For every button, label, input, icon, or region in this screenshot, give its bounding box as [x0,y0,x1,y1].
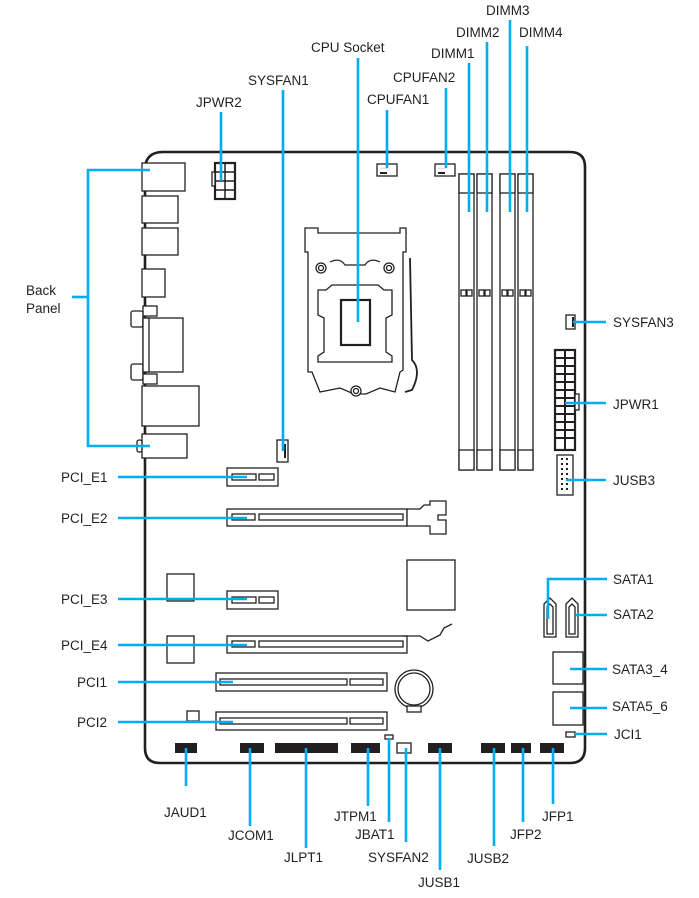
label-jaud1: JAUD1 [164,805,207,820]
bottom-headers [175,734,564,754]
label-back: Back [26,283,56,298]
label-sata1: SATA1 [613,572,654,587]
jtpm1-header [351,743,380,753]
dimm-slots [458,173,534,471]
label-sata3-4: SATA3_4 [612,662,668,677]
label-jusb2: JUSB2 [467,851,509,866]
cpu-socket [304,227,418,397]
chipset [406,559,456,611]
sysfan2-connector [396,742,412,754]
label-panel: Panel [26,301,61,316]
svg-text:····: ···· [438,166,446,172]
label-sysfan2: SYSFAN2 [368,850,429,865]
dimm4-slot [517,173,534,471]
cpufan2-connector: ···· [434,163,456,177]
jfp2-header [511,743,531,753]
label-jcom1: JCOM1 [228,828,274,843]
label-cpufan1: CPUFAN1 [367,92,429,107]
label-sysfan1: SYSFAN1 [248,73,309,88]
pci1-slot [215,672,388,692]
labels: DIMM3 DIMM2 DIMM4 CPU Socket DIMM1 SYSFA… [26,3,674,890]
label-pci-e1: PCI_E1 [61,470,108,485]
label-sata5-6: SATA5_6 [612,699,668,714]
label-jusb1: JUSB1 [418,875,460,890]
jpwr1-connector [553,348,580,452]
label-jfp2: JFP2 [510,827,542,842]
label-sysfan3: SYSFAN3 [613,315,674,330]
pci-e2-slot [226,500,447,535]
cpufan1-connector: ···· [376,163,398,177]
label-pci1: PCI1 [77,675,107,690]
sata1-port [543,597,557,638]
dimm1-slot [458,173,475,471]
label-dimm3: DIMM3 [486,3,530,18]
label-jpwr2: JPWR2 [196,95,242,110]
board-outline [143,150,587,765]
label-jci1: JCI1 [614,727,642,742]
small-component [186,710,200,722]
label-jtpm1: JTPM1 [334,809,377,824]
label-jfp1: JFP1 [542,809,574,824]
back-panel-io [130,162,200,459]
chip-2 [166,635,195,664]
label-dimm2: DIMM2 [456,25,500,40]
label-jpwr1: JPWR1 [613,397,659,412]
label-jbat1: JBAT1 [355,827,395,842]
jpwr2-connector [211,161,237,201]
label-pci-e3: PCI_E3 [61,592,108,607]
sata2-port [565,597,579,638]
leader-lines [72,20,607,870]
battery [394,669,434,713]
pci-e4-slot [226,623,453,654]
jusb3-connector [556,454,574,496]
label-sata2: SATA2 [613,607,654,622]
label-pci-e4: PCI_E4 [61,638,108,653]
label-pci-e2: PCI_E2 [61,511,108,526]
dimm2-slot [476,173,493,471]
label-cpu-socket: CPU Socket [311,40,385,55]
chip-1 [166,573,195,602]
label-dimm4: DIMM4 [519,25,563,40]
label-pci2: PCI2 [77,715,107,730]
dimm3-slot [499,173,516,471]
jcom1-header [240,743,264,753]
label-cpufan2: CPUFAN2 [393,70,455,85]
svg-text:····: ···· [380,166,388,172]
label-dimm1: DIMM1 [431,46,475,61]
pci2-slot [215,711,388,731]
label-jlpt1: JLPT1 [284,850,323,865]
label-jusb3: JUSB3 [613,473,655,488]
jci1-header [565,731,576,738]
